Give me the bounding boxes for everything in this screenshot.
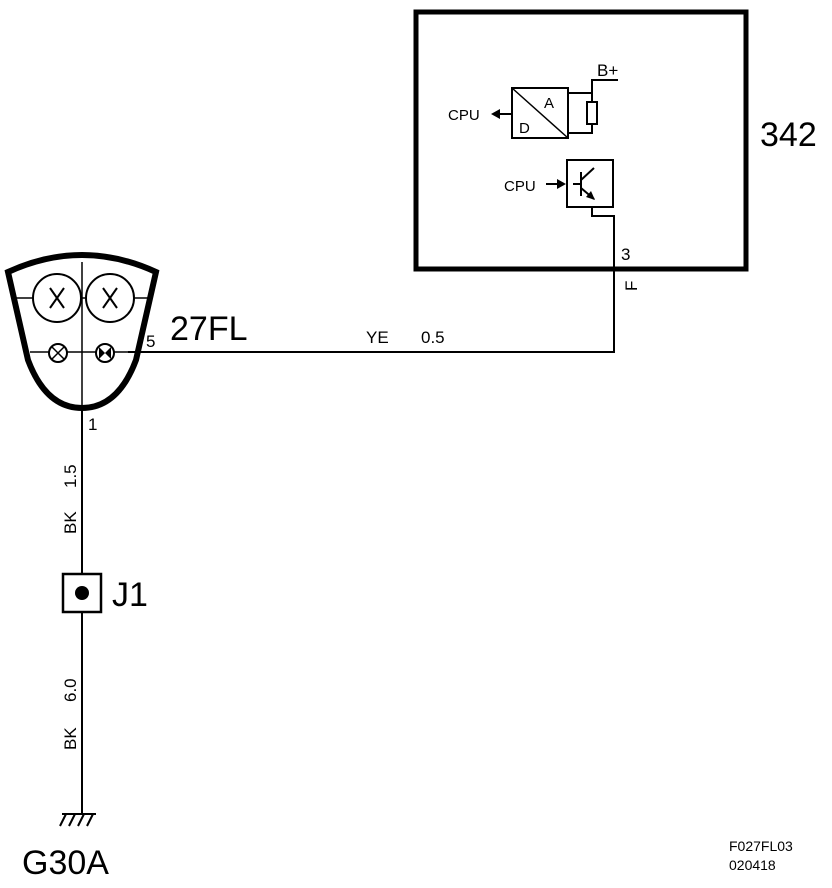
driver-output-line — [591, 207, 615, 269]
resistor-icon — [586, 101, 598, 125]
resistor-bottom-lead — [568, 124, 593, 134]
small-bulb-icon-right — [95, 343, 115, 363]
lamp-label: 27FL — [170, 310, 248, 348]
ground-symbol-icon — [59, 813, 96, 827]
module-pin-code: F — [622, 281, 641, 291]
lamp-pin-ground: 1 — [88, 415, 97, 434]
diagram-date: 020418 — [729, 857, 776, 873]
adc-diagonal — [511, 87, 569, 139]
module-id: 342 — [760, 116, 817, 154]
module-box — [413, 9, 749, 272]
junction-label: J1 — [112, 576, 148, 614]
driver-input-arrow-icon — [557, 179, 566, 189]
lamp-housing — [4, 252, 160, 412]
supply-line — [568, 79, 618, 94]
lamp-pin-signal: 5 — [146, 332, 155, 351]
transistor-emitter-arrow-icon — [586, 191, 595, 200]
signal-wire-size: 0.5 — [421, 328, 445, 347]
ground-label: G30A — [22, 844, 109, 882]
signal-wire-color: YE — [366, 328, 389, 347]
junction-dot-icon — [75, 586, 89, 600]
supply-label: B+ — [597, 61, 618, 80]
ground-upper-size: 1.5 — [61, 464, 80, 488]
ground-lower-size: 6.0 — [61, 678, 80, 702]
driver-block — [566, 159, 614, 208]
ground-lower-color: BK — [61, 727, 80, 750]
adc-d-label: D — [519, 120, 530, 137]
adc-cpu-label: CPU — [448, 107, 480, 124]
bulb-icon-right — [85, 273, 135, 323]
small-bulb-icon-left — [48, 343, 68, 363]
diagram-code: F027FL03 — [729, 838, 793, 854]
module-pin-number: 3 — [621, 245, 630, 264]
bulb-icon-left — [32, 273, 82, 323]
adc-output-arrow-icon — [491, 109, 500, 119]
driver-cpu-label: CPU — [504, 178, 536, 195]
adc-a-label: A — [544, 95, 554, 112]
ground-upper-color: BK — [61, 511, 80, 534]
signal-wire — [128, 269, 615, 353]
